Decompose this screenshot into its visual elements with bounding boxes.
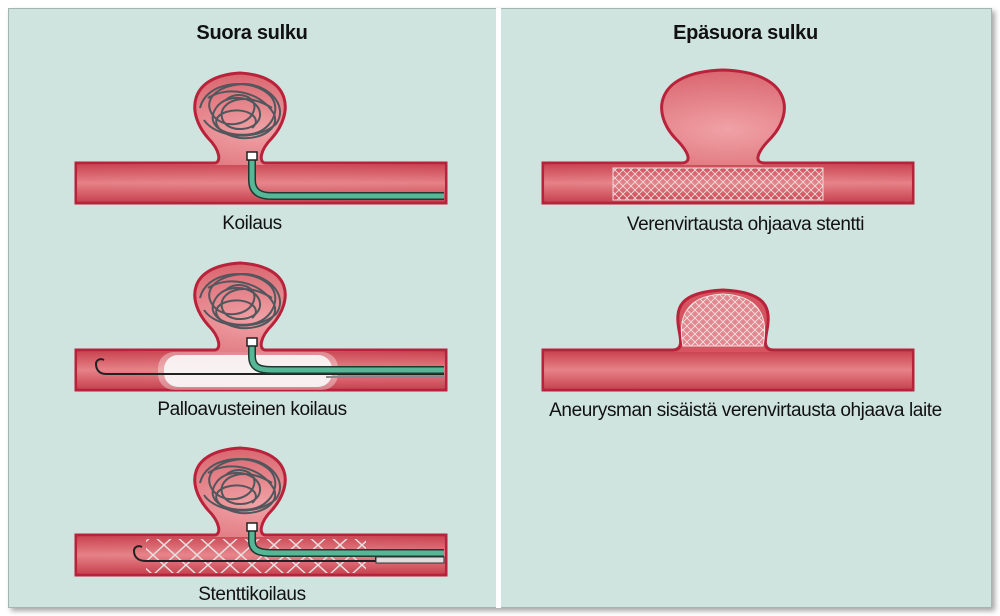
guidewire — [94, 358, 444, 378]
balloon-assisted-coiling-caption: Palloavusteinen koilaus — [157, 399, 347, 420]
catheter — [246, 151, 444, 200]
indirect-occlusion-panel: Epäsuora sulku Verenvirtausta ohjaava st… — [501, 8, 990, 606]
coil-mass — [199, 82, 282, 140]
blood-vessel — [74, 71, 448, 205]
coiling-illustration — [74, 71, 448, 205]
catheter — [246, 337, 444, 374]
coiling-caption: Koilaus — [222, 213, 282, 234]
intrasaccular-flow-disruptor-caption: Aneurysman sisäistä verenvirtausta ohjaa… — [549, 400, 942, 421]
coil-mass — [199, 272, 282, 330]
coil-mass — [199, 457, 282, 515]
direct-occlusion-title: Suora sulku — [196, 22, 308, 44]
flow-diverter-stent — [612, 167, 824, 201]
flow-diverter-stent-caption: Verenvirtausta ohjaava stentti — [626, 214, 865, 235]
indirect-occlusion-title: Epäsuora sulku — [673, 22, 818, 44]
intrasaccular-flow-disruptor-illustration — [541, 288, 915, 392]
stent-coiling-caption: Stenttikoilaus — [198, 584, 306, 605]
stent-coiling-illustration — [74, 446, 448, 577]
direct-occlusion-panel: Suora sulku Koilaus — [8, 8, 496, 606]
balloon — [158, 352, 338, 390]
guidewire — [132, 545, 445, 564]
flow-diverter-stent-illustration — [541, 68, 915, 205]
catheter — [246, 522, 444, 557]
balloon-assisted-coiling-illustration — [74, 261, 448, 392]
panel-divider — [496, 8, 501, 608]
intrasaccular-device — [680, 293, 766, 347]
